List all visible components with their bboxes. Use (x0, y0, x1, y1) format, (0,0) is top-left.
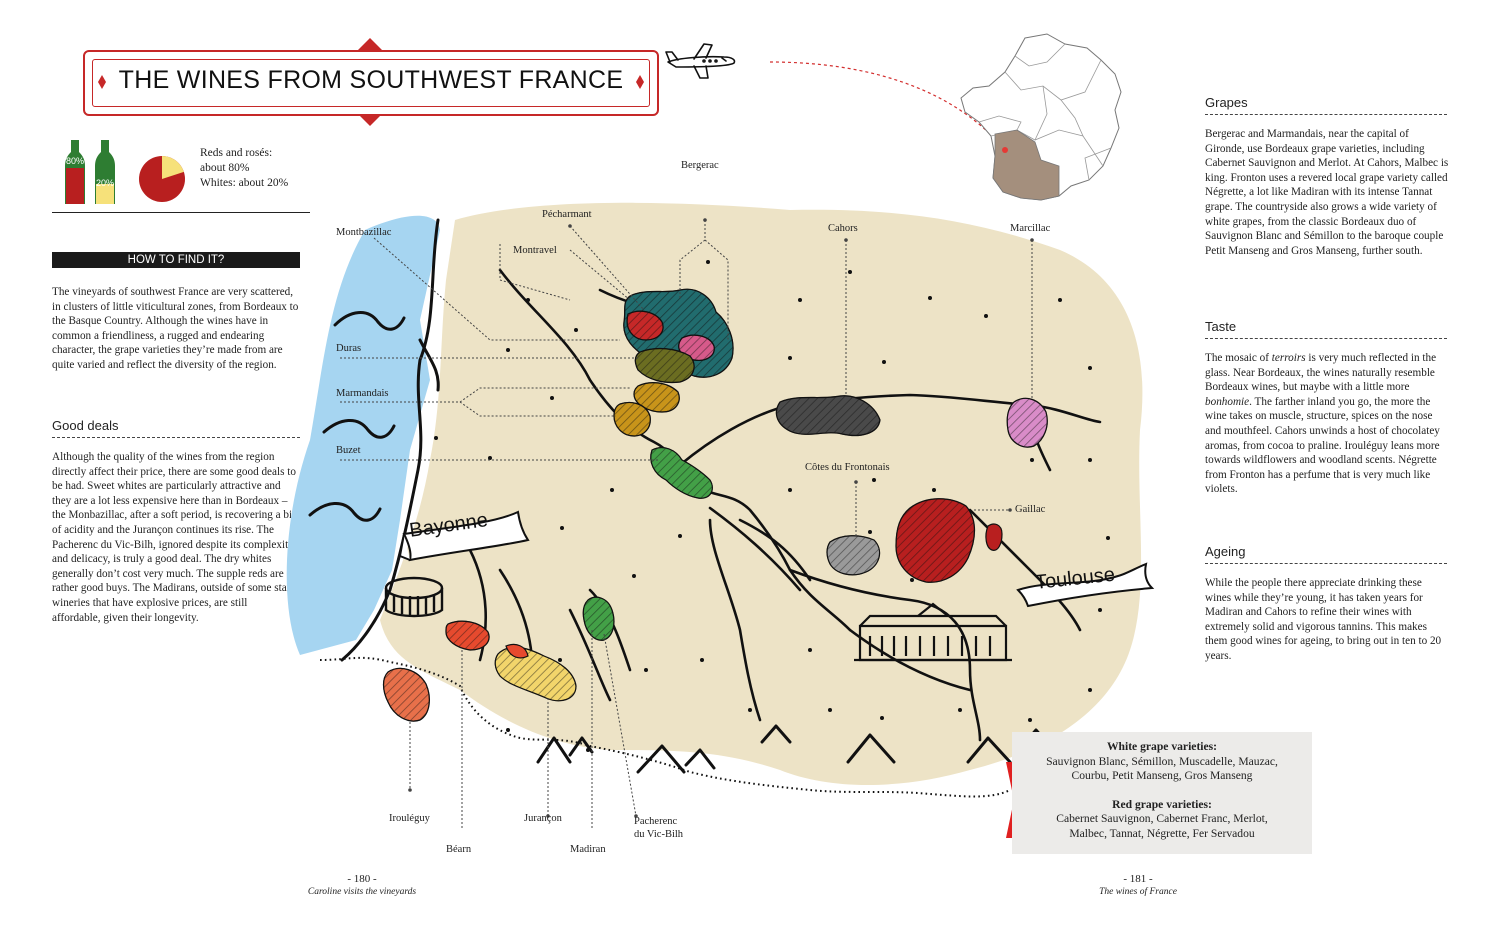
label-cahors: Cahors (828, 223, 858, 234)
bayonne-banner (398, 510, 530, 562)
footer-left: - 180 - Caroline visits the vineyards (307, 873, 417, 897)
grapes-text: Bergerac and Marmandais, near the capita… (1205, 128, 1449, 257)
label-duras: Duras (336, 343, 362, 354)
pie-chart-icon (139, 156, 185, 202)
ageing-text: While the people there appreciate drinki… (1205, 577, 1442, 662)
label-pacherenc: Pacherenc du Vic-Bilh (634, 816, 684, 840)
label-montbazillac: Montbazillac (336, 227, 392, 238)
flight-path (769, 61, 999, 143)
label-gaillac: Gaillac (1015, 504, 1046, 515)
label-marmandais: Marmandais (336, 388, 389, 399)
label-montravel: Montravel (513, 245, 557, 256)
atlantic-ocean (286, 215, 440, 655)
label-marcillac: Marcillac (1010, 223, 1051, 234)
france-outline-map (960, 33, 1122, 201)
good-deals-header: Good deals (52, 418, 300, 438)
how-to-find-header: HOW TO FIND IT? (52, 252, 300, 268)
how-to-find-text: The vineyards of southwest France are ve… (52, 286, 299, 371)
label-madiran: Madiran (570, 844, 606, 855)
stats-text: Reds and rosés: about 80% Whites: about … (200, 147, 289, 189)
title-ornament (358, 38, 382, 126)
label-frontonnais: Côtes du Frontonais (805, 462, 890, 473)
label-buzet: Buzet (336, 445, 361, 456)
taste-header: Taste (1205, 319, 1447, 339)
grape-varieties-box: White grape varieties: Sauvignon Blanc, … (1012, 732, 1312, 854)
red-bottle-label: 80% (65, 156, 84, 166)
land-area (380, 202, 1143, 785)
label-bergerac: Bergerac (681, 160, 719, 171)
stats-divider (52, 212, 310, 213)
grapes-header: Grapes (1205, 95, 1447, 115)
bottles-icon (65, 140, 115, 204)
page-title: THE WINES FROM SOUTHWEST FRANCE (118, 66, 624, 94)
label-jurancon: Jurançon (524, 813, 562, 824)
airplane-icon (665, 43, 736, 79)
taste-text: The mosaic of terroirs is very much refl… (1205, 352, 1440, 496)
southwest-map (286, 202, 1143, 830)
good-deals-text: Although the quality of the wines from t… (52, 451, 296, 624)
label-irouleguy: Irouléguy (389, 813, 430, 824)
label-bearn: Béarn (446, 844, 472, 855)
title-frame: THE WINES FROM SOUTHWEST FRANCE (83, 50, 659, 116)
ageing-header: Ageing (1205, 544, 1447, 564)
label-pecharmant: Pécharmant (542, 209, 592, 220)
footer-right: - 181 - The wines of France (1099, 873, 1177, 897)
white-bottle-label: 20% (95, 178, 114, 188)
toulouse-banner (1016, 562, 1155, 608)
